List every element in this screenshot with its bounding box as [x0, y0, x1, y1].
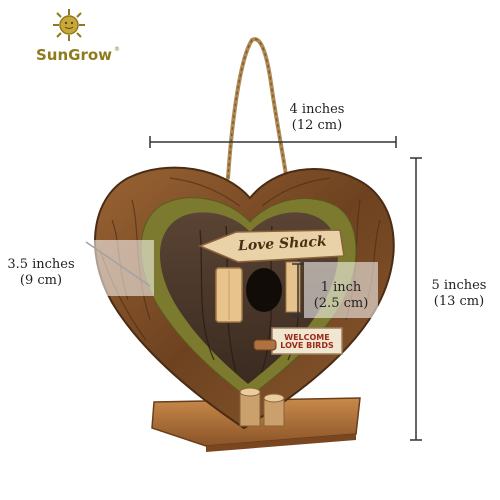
- hole-label-box: [304, 262, 378, 318]
- depth-label-box: [84, 240, 154, 296]
- brand-name: SunGrow: [35, 46, 113, 64]
- height-dimension-line: [410, 157, 422, 441]
- welcome-sign-line-1: WELCOME: [284, 333, 330, 342]
- sun-icon: [53, 9, 85, 41]
- depth-label: 3.5 inches (9 cm): [7, 257, 75, 288]
- width-dimension-line: [149, 136, 397, 148]
- hole-label: 1 inch (2.5 cm): [313, 280, 369, 311]
- love-shack-sign: [198, 229, 345, 263]
- registered-mark: ®: [114, 46, 120, 53]
- welcome-sign-line-2: LOVE BIRDS: [280, 341, 334, 351]
- width-label: 4 inches (12 cm): [289, 102, 345, 133]
- side-post: [285, 261, 301, 313]
- hole-dimension-line: [292, 263, 304, 317]
- sungrow-logo: SunGrow ®: [14, 8, 134, 68]
- log-left: [239, 391, 261, 427]
- welcome-sign: [271, 327, 343, 355]
- entrance-hole: [246, 268, 282, 312]
- welcome-sign-text: WELCOME LOVE BIRDS: [276, 333, 338, 351]
- perch: [253, 339, 277, 351]
- height-label: 5 inches (13 cm): [431, 278, 487, 309]
